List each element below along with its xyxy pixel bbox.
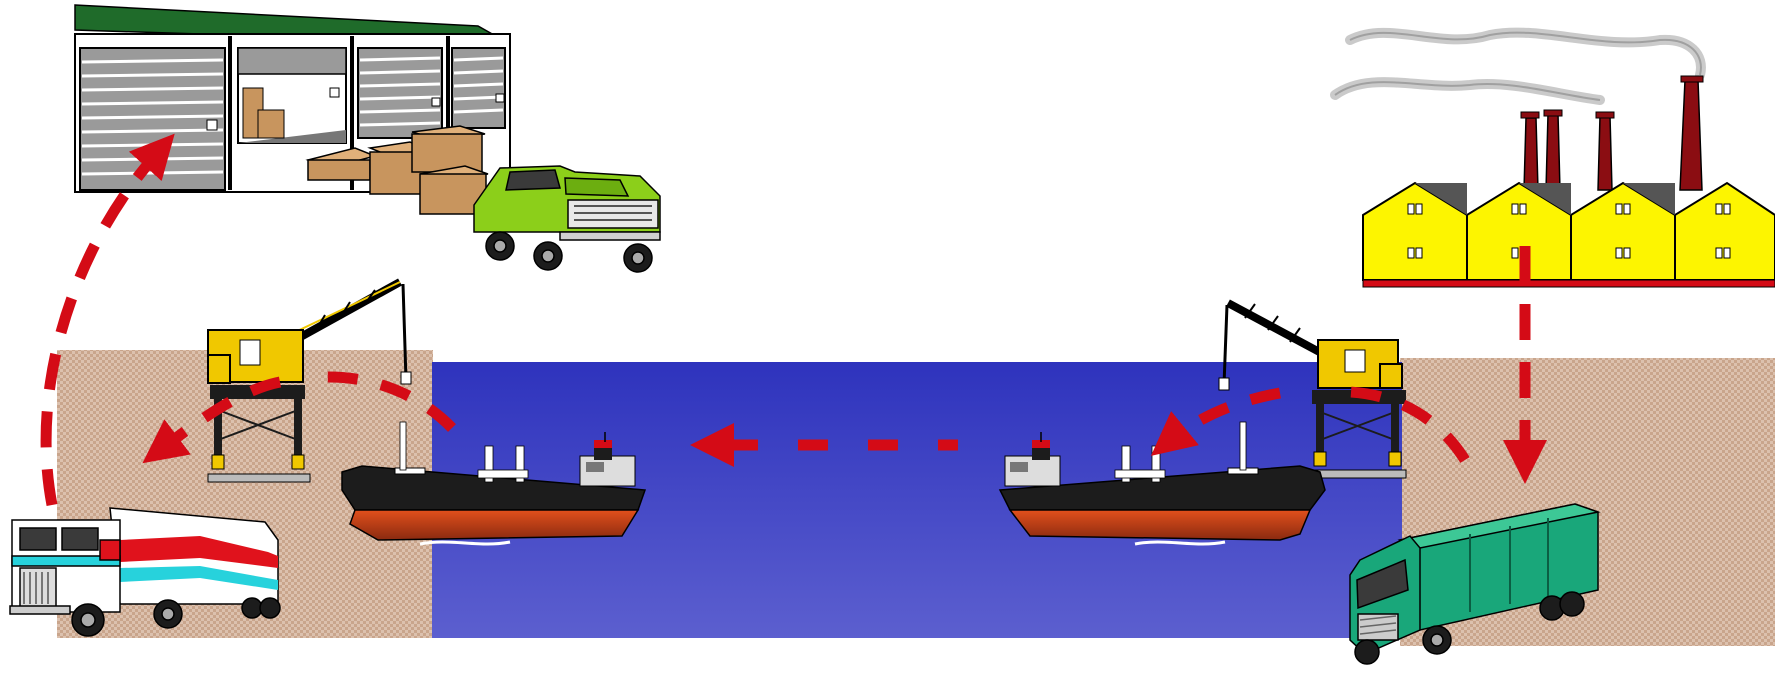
factory-icon	[1335, 33, 1775, 287]
pickup-truck-icon	[474, 166, 660, 272]
